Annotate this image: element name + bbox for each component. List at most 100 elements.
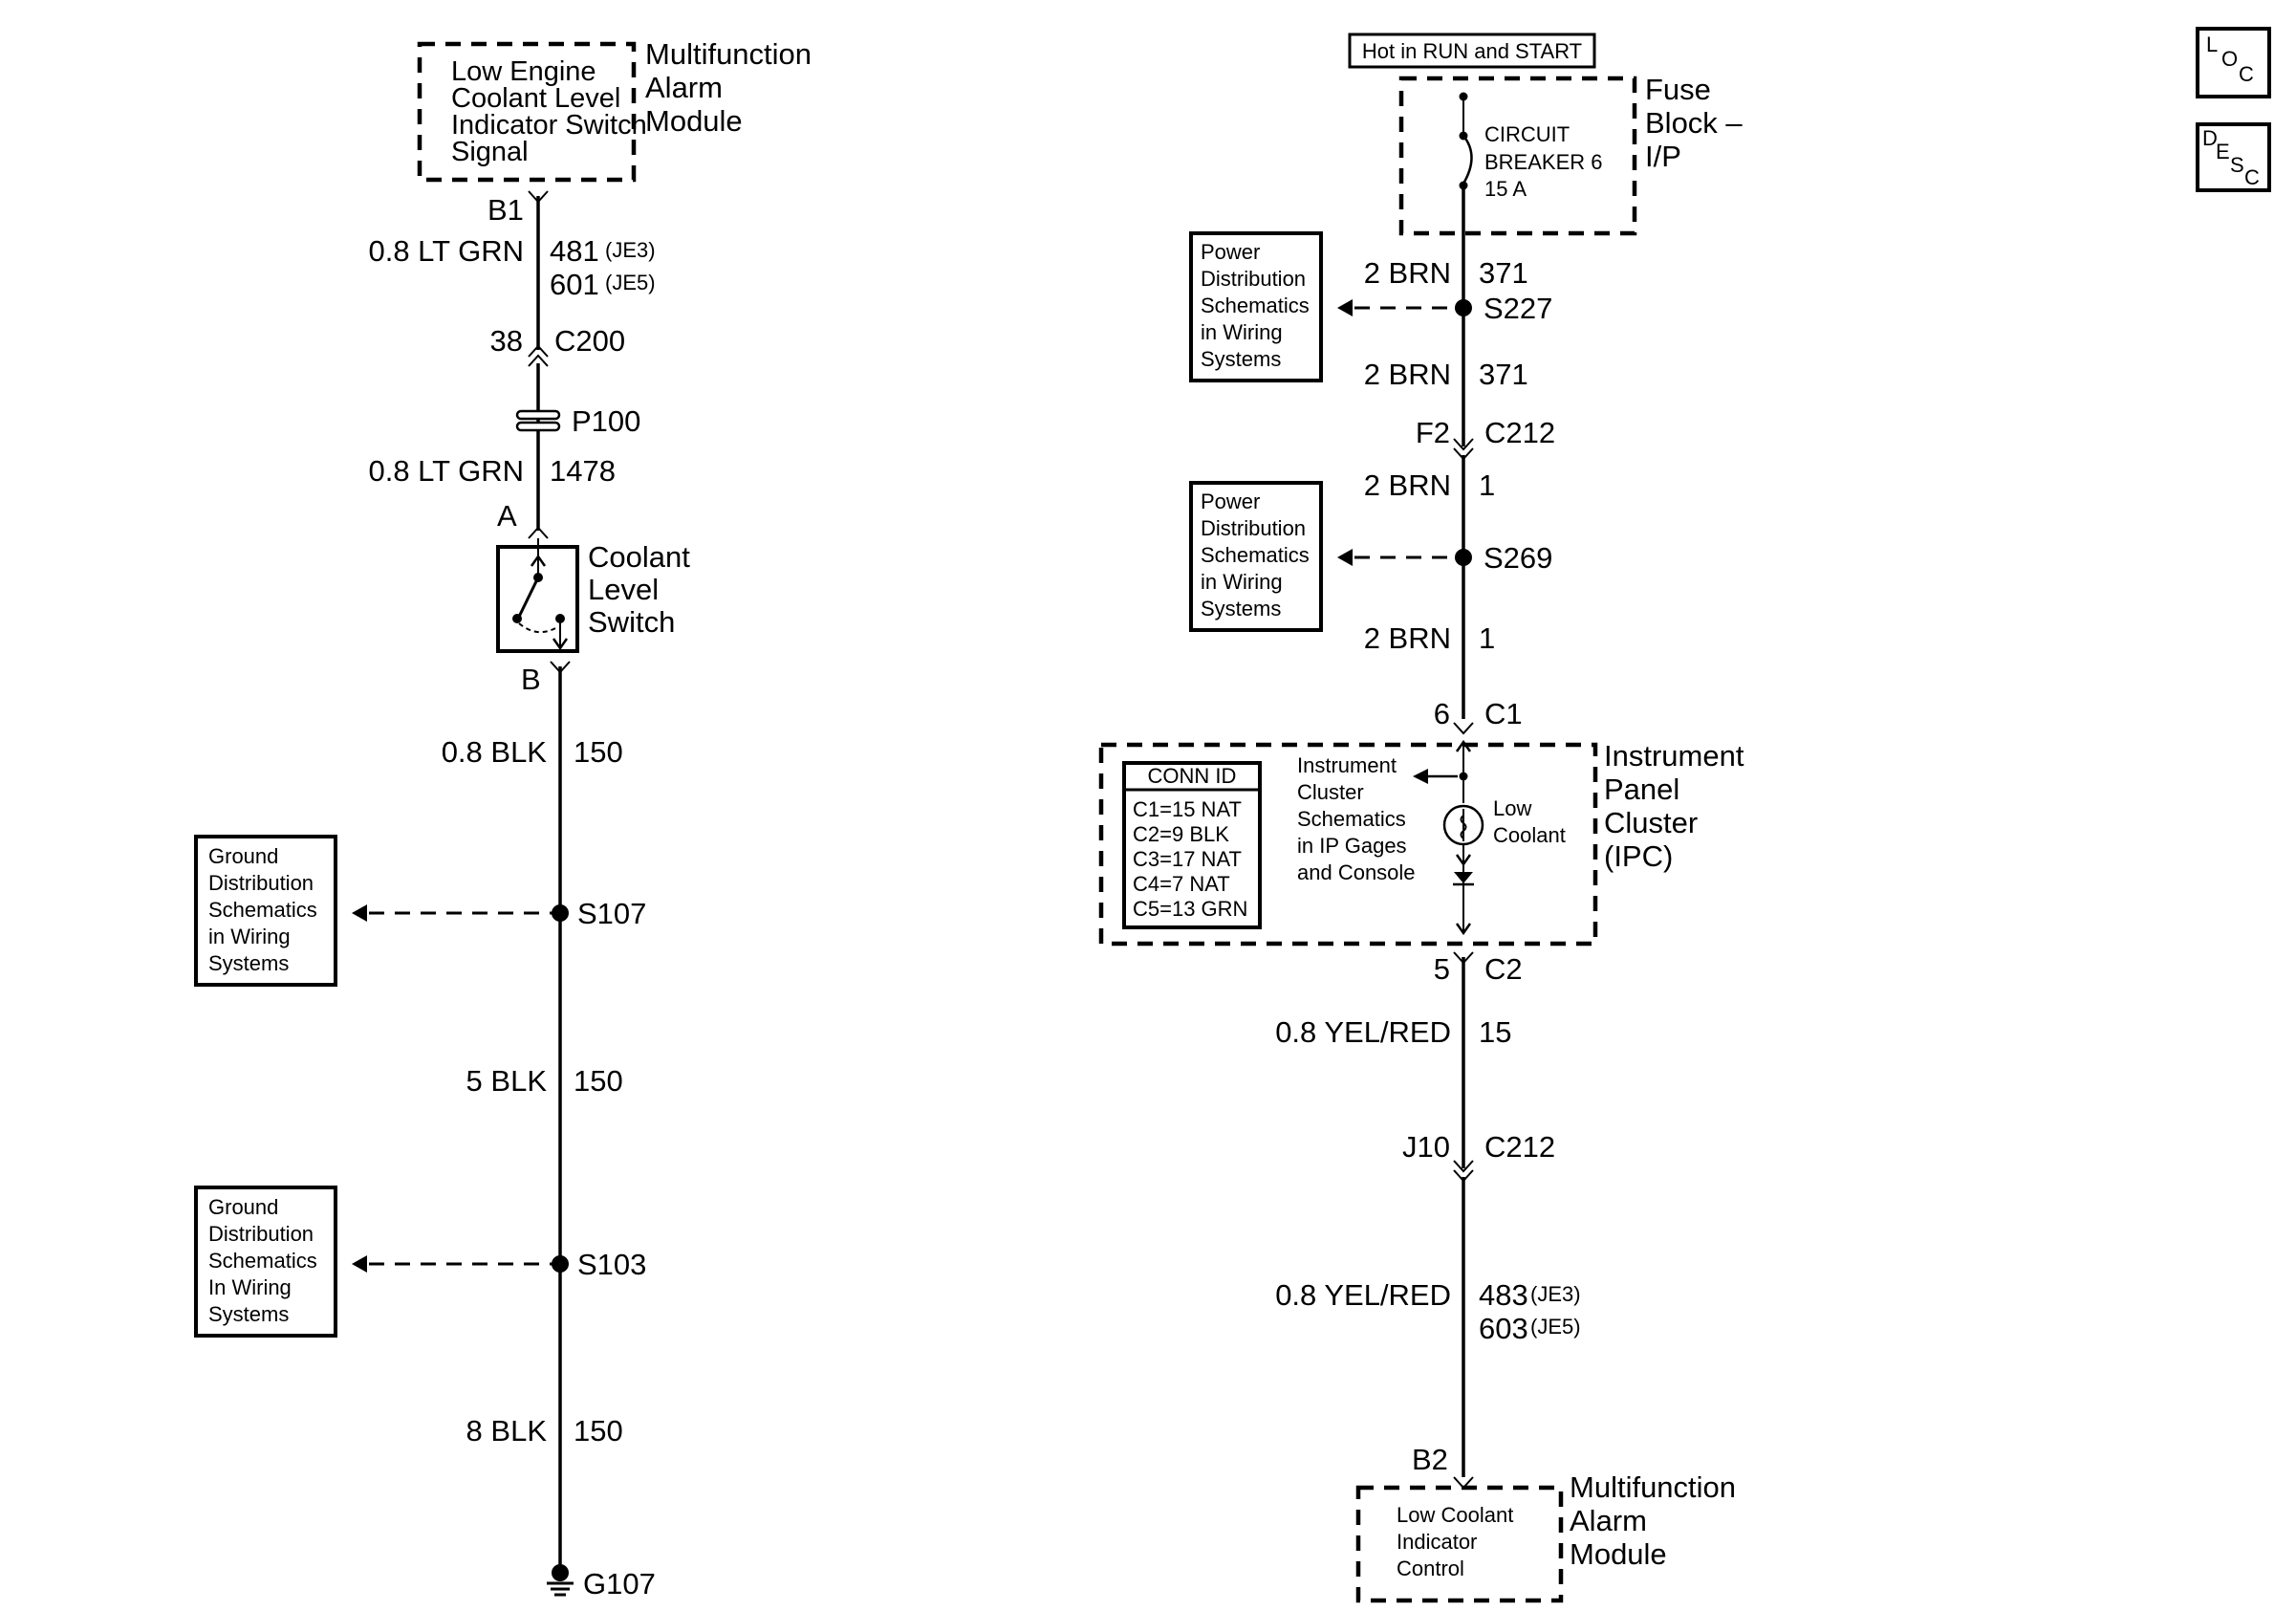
conn-id-row: C2=9 BLK (1133, 822, 1229, 846)
right-wire3-gauge: 2 BRN (1364, 468, 1451, 502)
power-ref-1-line-5: Systems (1201, 347, 1281, 371)
module-top-title-line-1: Multifunction (645, 37, 812, 71)
conn-id-row: C4=7 NAT (1133, 872, 1230, 896)
c200-pin: 38 (490, 324, 523, 358)
switch-title-line-2: Level (588, 573, 659, 606)
switch-blade (517, 577, 540, 618)
ground-icon (547, 1564, 574, 1597)
cluster-ref-line-4: in IP Gages (1297, 834, 1407, 858)
ground-ref-1-line-5: Systems (208, 951, 289, 975)
svg-text:C: C (2244, 165, 2260, 189)
cluster-ref-line-5: and Console (1297, 860, 1416, 884)
cluster-ref-line-2: Cluster (1297, 780, 1364, 804)
cluster-ref-line-3: Schematics (1297, 807, 1406, 831)
s269-label: S269 (1484, 541, 1552, 575)
conn-id-table (1122, 761, 1262, 929)
ground-ref-1-line-4: in Wiring (208, 925, 291, 948)
left-circuit: Low Engine Coolant Level Indicator Switc… (194, 37, 812, 1600)
s103-arrow-icon (352, 1255, 367, 1273)
wire2-circuit: 1478 (550, 454, 616, 488)
ipc-title-line-4: (IPC) (1604, 839, 1673, 873)
right-wire2-gauge: 2 BRN (1364, 358, 1451, 391)
right-wire6-gauge: 0.8 YEL/RED (1275, 1278, 1451, 1312)
ipc-arrow-down-2-icon (1455, 923, 1472, 936)
c2-pin: 5 (1434, 952, 1450, 986)
ipc-arrow-down-icon (1455, 854, 1472, 867)
ground-ref-1-line-1: Ground (208, 844, 278, 868)
c2-connector-label: C2 (1484, 952, 1523, 986)
circuit-breaker-icon (1462, 135, 1473, 185)
right-wire4-gauge: 2 BRN (1364, 621, 1451, 655)
wire5-circuit: 150 (574, 1414, 623, 1448)
svg-text:C: C (2239, 62, 2254, 86)
wire3-gauge: 0.8 BLK (442, 735, 548, 769)
module-bottom-title-line-2: Alarm (1570, 1504, 1647, 1537)
power-distribution-ref-2-box[interactable] (1189, 481, 1323, 632)
loc-icon[interactable]: L O C (2196, 27, 2271, 98)
right-wire6-option-b: (JE5) (1530, 1315, 1581, 1339)
ground-distribution-ref-1-box[interactable] (194, 835, 337, 987)
desc-icon[interactable]: D E S C (2196, 122, 2271, 192)
conn-id-row: C5=13 GRN (1133, 897, 1247, 921)
svg-text:S: S (2230, 153, 2244, 177)
switch-pivot (512, 614, 522, 623)
low-coolant-indicator-icon (1442, 804, 1484, 846)
low-coolant-line-1: Low (1493, 796, 1531, 820)
c212-top-connector-label: C212 (1484, 416, 1555, 449)
svg-text:E: E (2216, 140, 2230, 163)
c1-pin: 6 (1434, 697, 1450, 730)
c200-connector-symbol (528, 344, 549, 367)
b2-pin-label: B2 (1412, 1443, 1448, 1476)
diode-icon (1453, 872, 1474, 886)
switch-title-line-1: Coolant (588, 540, 690, 574)
power-ref-1-line-4: in Wiring (1201, 320, 1283, 344)
power-ref-2-line-4: in Wiring (1201, 570, 1283, 594)
a-pin-symbol (528, 526, 549, 539)
power-ref-2-line-1: Power (1201, 490, 1260, 513)
a-pin-label: A (497, 499, 517, 533)
ground-ref-1-line-2: Distribution (208, 871, 314, 895)
ground-ref-2-line-4: In Wiring (208, 1275, 292, 1299)
c212-top-pin: F2 (1416, 416, 1450, 449)
right-wire4-circuit: 1 (1479, 621, 1495, 655)
ipc-title-line-2: Panel (1604, 773, 1679, 806)
s269-splice-dot (1455, 549, 1472, 566)
right-wire6-circuit-b: 603 (1479, 1312, 1528, 1345)
p100-grommet-bottom (515, 421, 561, 432)
breaker-line-1: CIRCUIT (1484, 122, 1570, 146)
breaker-line-2: BREAKER 6 (1484, 150, 1603, 174)
ipc-arrow-up-icon (1455, 739, 1472, 752)
svg-text:L: L (2206, 33, 2218, 56)
power-ref-1-line-2: Distribution (1201, 267, 1306, 291)
hot-label: Hot in RUN and START (1362, 39, 1582, 63)
conn-id-header: CONN ID (1148, 764, 1237, 788)
power-ref-2-line-3: Schematics (1201, 543, 1310, 567)
fuse-block-title-line-2: Block – (1645, 106, 1743, 140)
conn-id-row: C3=17 NAT (1133, 847, 1242, 871)
s107-label: S107 (577, 897, 646, 930)
switch-arrow-up (530, 554, 547, 567)
p100-label: P100 (572, 404, 640, 438)
module-top-inner-line-1: Low Engine (451, 56, 596, 87)
module-top-title-line-2: Alarm (645, 71, 723, 104)
wire1-gauge: 0.8 LT GRN (368, 234, 524, 268)
conn-id-row: C1=15 NAT (1133, 797, 1242, 821)
fuse-block-ip-box (1398, 76, 1637, 236)
ground-distribution-ref-2-box[interactable] (194, 1186, 337, 1338)
svg-text:D: D (2202, 126, 2218, 150)
c1-connector-label: C1 (1484, 697, 1523, 730)
ipc-title-line-3: Cluster (1604, 806, 1698, 839)
power-ref-1-line-1: Power (1201, 240, 1260, 264)
breaker-line-3: 15 A (1484, 177, 1527, 201)
power-distribution-ref-1-box[interactable] (1189, 231, 1323, 382)
s227-arrow-icon (1337, 299, 1353, 316)
switch-float-linkage (518, 622, 558, 634)
c212-bottom-pin: J10 (1402, 1130, 1450, 1164)
right-wire1-gauge: 2 BRN (1364, 256, 1451, 290)
module-top-inner-line-2: Coolant Level (451, 83, 620, 114)
b-pin-label: B (521, 663, 541, 696)
wire1-option-b: (JE5) (605, 271, 656, 294)
s269-arrow-icon (1337, 549, 1353, 566)
